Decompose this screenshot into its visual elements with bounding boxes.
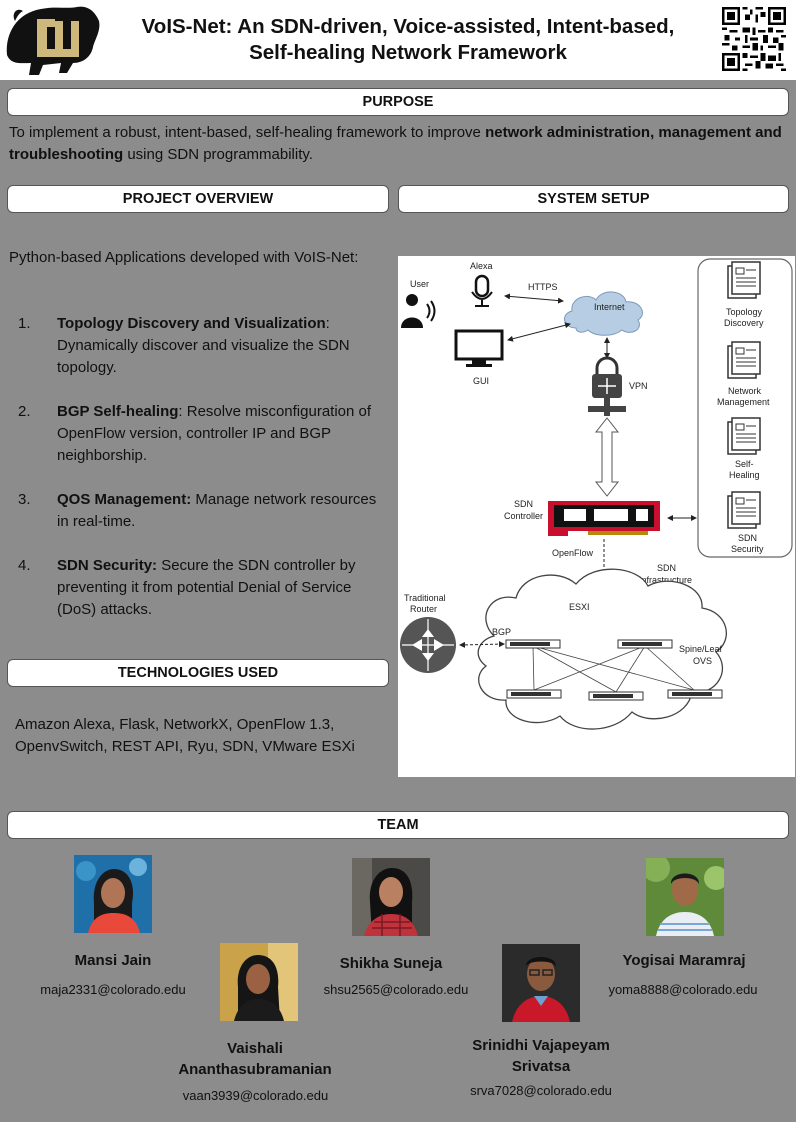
member-email[interactable]: vaan3939@colorado.edu (182, 1088, 329, 1103)
switch-icon (505, 639, 561, 649)
document-icon (727, 261, 761, 299)
list-item-desc: Resolve misconfiguration of OpenFlow ver… (57, 403, 372, 464)
applications-panel (697, 258, 793, 558)
spine-leaf-label-line1: Spine/Leaf (679, 644, 723, 654)
avatar (352, 858, 430, 936)
qr-code-icon[interactable] (722, 6, 786, 72)
sdn-controller-icon (548, 501, 660, 536)
list-item-title: BGP Self-healing (57, 403, 179, 420)
poster-title: VoIS-Net: An SDN-driven, Voice-assisted,… (110, 14, 706, 66)
purpose-text-start: To implement a robust, intent-based, sel… (9, 124, 486, 141)
router-icon (400, 617, 456, 673)
title-line-2: Self-healing Network Framework (249, 41, 567, 64)
sdn-infra-label-line1: SDN (657, 563, 676, 573)
user-icon (401, 294, 436, 328)
app3-label-line1: Self- (735, 459, 754, 469)
list-item-title: QOS Management: (57, 491, 192, 508)
member-email[interactable]: yoma8888@colorado.edu (608, 982, 758, 997)
member-name: Vaishali Ananthasubramanian (178, 1040, 332, 1078)
cloud-icon (564, 291, 643, 336)
fabric-links (532, 645, 695, 693)
member-name: Mansi Jain (74, 952, 152, 969)
header: VoIS-Net: An SDN-driven, Voice-assisted,… (0, 0, 796, 80)
member-name: Srinidhi Vajapeyam Srivatsa (472, 1037, 610, 1075)
list-item-sep: : (325, 315, 330, 332)
app1-label-line1: Topology (726, 307, 763, 317)
controller-label-line2: Controller (504, 511, 543, 521)
infrastructure-cloud (477, 568, 727, 730)
list-item-title: SDN Security: (57, 557, 158, 574)
list-item-number: 2. (18, 403, 31, 420)
microphone-icon (471, 274, 493, 307)
list-item: 4. SDN Security: Secure the SDN controlle… (18, 555, 378, 621)
document-icon (727, 417, 761, 455)
app1-label-line2: Discovery (724, 318, 764, 328)
list-item-number: 4. (18, 557, 31, 574)
member-email[interactable]: srva7028@colorado.edu (470, 1083, 612, 1098)
app2-label-line2: Management (717, 397, 770, 407)
app2-label-line1: Network (728, 386, 762, 396)
system-setup-heading: SYSTEM SETUP (398, 185, 789, 213)
document-icon (727, 491, 761, 529)
list-item: 1.Topology Discovery and Visualization: … (18, 313, 378, 379)
controller-label-line1: SDN (514, 499, 533, 509)
router-label-line1: Traditional (404, 593, 446, 603)
list-item: 2. BGP Self-healing: Resolve misconfigura… (18, 401, 378, 467)
spine-leaf-label-line2: OVS (693, 656, 712, 666)
avatar (646, 858, 724, 936)
vpn-label: VPN (629, 381, 648, 391)
technologies-text: Amazon Alexa, Flask, NetworkX, OpenFlow … (15, 716, 355, 755)
member-name: Yogisai Maramraj (622, 952, 746, 969)
cu-buffalo-logo (6, 6, 100, 75)
internet-label: Internet (594, 302, 625, 312)
app4-label-line1: SDN (738, 533, 757, 543)
member-email[interactable]: maja2331@colorado.edu (40, 982, 186, 997)
app4-label-line2: Security (731, 544, 764, 554)
switch-icon (617, 639, 673, 649)
member-email[interactable]: shsu2565@colorado.edu (323, 982, 469, 997)
application-list: 1.Topology Discovery and Visualization: … (18, 313, 378, 643)
document-icon (727, 341, 761, 379)
purpose-text: To implement a robust, intent-based, sel… (9, 122, 789, 166)
purpose-heading: PURPOSE (7, 88, 789, 116)
overview-intro: Python-based Applications developed with… (9, 249, 359, 266)
switch-icon (588, 691, 644, 701)
member-name: Shikha Suneja (339, 955, 443, 972)
bgp-label: BGP (492, 627, 511, 637)
gui-label: GUI (473, 376, 489, 386)
list-item-number: 3. (18, 491, 31, 508)
switch-icon (506, 689, 562, 699)
monitor-icon (454, 329, 504, 367)
list-item: 3. QOS Management: Manage network resourc… (18, 489, 378, 533)
list-item-sep: : (178, 403, 183, 420)
purpose-text-end: using SDN programmability. (123, 146, 313, 163)
list-item-desc: Manage network resources in real-time. (57, 491, 377, 530)
openflow-label: OpenFlow (552, 548, 594, 558)
title-line-1: VoIS-Net: An SDN-driven, Voice-assisted,… (141, 15, 675, 38)
switch-icon (667, 689, 723, 699)
lock-icon (588, 356, 626, 416)
list-item-number: 1. (18, 315, 31, 332)
technologies-heading: TECHNOLOGIES USED (7, 659, 389, 687)
list-item-desc: Dynamically discover and visualize the S… (57, 337, 350, 376)
avatar (220, 943, 298, 1021)
purpose-text-bold: network administration, management and t… (9, 124, 782, 163)
team-heading: TEAM (7, 811, 789, 839)
architecture-svg: User Alexa HTTPS Internet GUI (400, 258, 793, 730)
esxi-label: ESXI (569, 602, 590, 612)
https-label: HTTPS (528, 282, 558, 292)
avatar (502, 944, 580, 1022)
avatar (74, 855, 152, 933)
project-overview-heading: PROJECT OVERVIEW (7, 185, 389, 213)
list-item-desc: Secure the SDN controller by preventing … (57, 557, 356, 618)
alexa-label: Alexa (470, 261, 493, 271)
list-item-title: Topology Discovery and Visualization (57, 315, 326, 332)
user-label: User (410, 279, 429, 289)
system-setup-diagram: User Alexa HTTPS Internet GUI (398, 256, 795, 777)
app3-label-line2: Healing (729, 470, 760, 480)
router-label-line2: Router (410, 604, 437, 614)
sdn-infra-label-line2: Infrastructure (639, 575, 692, 585)
